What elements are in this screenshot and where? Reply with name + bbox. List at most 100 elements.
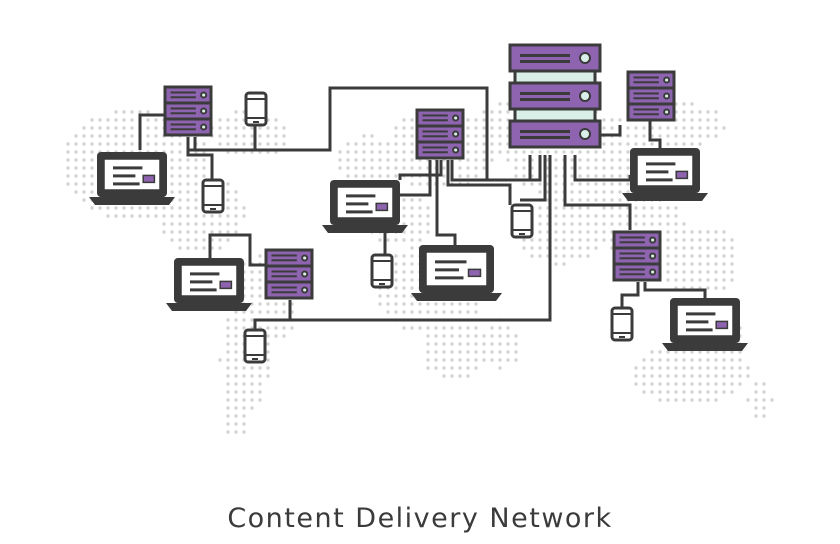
map-dot (362, 158, 366, 162)
map-dot (730, 262, 734, 266)
map-dot (626, 126, 630, 130)
map-dot (490, 342, 494, 346)
map-dot (754, 406, 758, 410)
map-dot (426, 334, 430, 338)
map-dot (626, 166, 630, 170)
map-dot (90, 150, 94, 154)
map-dot (594, 150, 598, 154)
map-dot (498, 366, 502, 370)
map-dot (410, 326, 414, 330)
map-dot (274, 134, 278, 138)
map-dot (554, 262, 558, 266)
map-dot (690, 358, 694, 362)
map-dot (490, 142, 494, 146)
map-dot (610, 198, 614, 202)
map-dot (66, 174, 70, 178)
map-dot (722, 366, 726, 370)
map-dot (66, 166, 70, 170)
map-dot (258, 310, 262, 314)
map-dot (466, 142, 470, 146)
network-connections (138, 86, 707, 330)
map-dot (154, 118, 158, 122)
map-dot (650, 350, 654, 354)
map-dot (226, 358, 230, 362)
map-dot (698, 126, 702, 130)
map-dot (394, 126, 398, 130)
map-dot (594, 182, 598, 186)
map-dot (690, 254, 694, 258)
map-dot (506, 326, 510, 330)
map-dot (258, 366, 262, 370)
map-dot (578, 174, 582, 178)
map-dot (130, 142, 134, 146)
map-dot (754, 414, 758, 418)
network-connection (450, 155, 542, 182)
map-dot (82, 198, 86, 202)
map-dot (282, 326, 286, 330)
map-dot (402, 310, 406, 314)
map-dot (602, 198, 606, 202)
map-dot (690, 270, 694, 274)
map-dot (226, 190, 230, 194)
map-dot (490, 110, 494, 114)
map-dot (754, 398, 758, 402)
map-dot (466, 310, 470, 314)
map-dot (250, 278, 254, 282)
map-dot (586, 190, 590, 194)
map-dot (242, 414, 246, 418)
map-dot (730, 366, 734, 370)
map-dot (762, 414, 766, 418)
map-dot (234, 310, 238, 314)
map-dot (706, 366, 710, 370)
map-dot (714, 350, 718, 354)
map-dot (458, 326, 462, 330)
server-rack-icon (612, 230, 662, 282)
map-dot (178, 182, 182, 186)
map-dot (354, 150, 358, 154)
map-dot (754, 382, 758, 386)
map-dot (530, 254, 534, 258)
map-dot (642, 382, 646, 386)
map-dot (682, 142, 686, 146)
map-dot (250, 406, 254, 410)
map-dot (570, 150, 574, 154)
map-dot (698, 254, 702, 258)
map-dot (450, 342, 454, 346)
map-dot (242, 310, 246, 314)
map-dot (698, 382, 702, 386)
map-dot (730, 270, 734, 274)
map-dot (602, 158, 606, 162)
map-dot (282, 142, 286, 146)
map-dot (618, 158, 622, 162)
map-dot (562, 222, 566, 226)
map-dot (146, 110, 150, 114)
map-dot (130, 110, 134, 114)
map-dot (394, 174, 398, 178)
map-dot (418, 238, 422, 242)
map-dot (218, 222, 222, 226)
map-dot (682, 278, 686, 282)
map-dot (122, 110, 126, 114)
map-dot (666, 270, 670, 274)
map-dot (554, 150, 558, 154)
map-dot (418, 214, 422, 218)
map-dot (578, 198, 582, 202)
map-dot (98, 142, 102, 146)
map-dot (570, 238, 574, 242)
map-dot (218, 126, 222, 130)
map-dot (146, 134, 150, 138)
map-dot (274, 142, 278, 146)
smartphone-icon (243, 328, 267, 364)
map-dot (690, 118, 694, 122)
map-dot (482, 166, 486, 170)
map-dot (138, 206, 142, 210)
map-dot (690, 278, 694, 282)
map-dot (226, 382, 230, 386)
map-dot (650, 390, 654, 394)
map-dot (282, 302, 286, 306)
map-dot (762, 398, 766, 402)
map-dot (626, 150, 630, 154)
map-dot (682, 382, 686, 386)
map-dot (722, 390, 726, 394)
map-dot (610, 206, 614, 210)
